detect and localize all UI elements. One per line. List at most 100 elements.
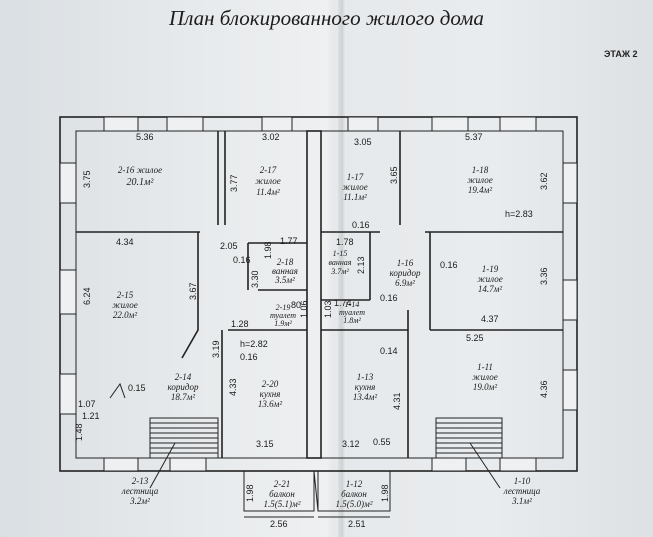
floor-label: ЭТАЖ 2: [604, 49, 638, 59]
room-1-18: 1-18 жилое 19.4м²: [467, 165, 492, 195]
svg-text:туалет: туалет: [270, 311, 296, 320]
svg-text:ванная: ванная: [328, 258, 351, 267]
svg-text:кухня: кухня: [260, 389, 281, 399]
dimension: 3.77: [229, 174, 239, 192]
dimension: 3.62: [539, 172, 549, 190]
svg-text:жилое: жилое: [112, 300, 137, 310]
dimension: 5.25: [466, 333, 484, 343]
svg-text:3.2м²: 3.2м²: [129, 496, 150, 506]
svg-text:13.4м²: 13.4м²: [353, 392, 377, 402]
svg-text:балкон: балкон: [341, 489, 367, 499]
dimension: 3.30: [250, 270, 260, 288]
window: [562, 162, 578, 204]
svg-text:1.5(5.1)м²: 1.5(5.1)м²: [264, 499, 301, 509]
window: [166, 116, 204, 132]
dimension: 0.16: [440, 260, 458, 270]
window: [103, 457, 139, 472]
room-2-14: 2-14 коридор 18.7м²: [168, 372, 199, 402]
dimension: 0.14: [380, 346, 398, 356]
window: [562, 369, 578, 411]
svg-text:2-21: 2-21: [274, 479, 291, 489]
dimension: 4.34: [116, 237, 134, 247]
dimension: 1.21: [82, 411, 100, 421]
dimension: 3.12: [342, 439, 360, 449]
dimension: 4.37: [481, 314, 499, 324]
svg-text:2-19: 2-19: [276, 303, 291, 312]
svg-text:лестница: лестница: [121, 486, 159, 496]
svg-text:2-16 жилое: 2-16 жилое: [118, 165, 162, 175]
dimension: 1.98: [380, 484, 390, 502]
dimension: 3.75: [82, 170, 92, 188]
svg-text:1-11: 1-11: [477, 362, 493, 372]
room-2-15: 2-15 жилое 22.0м²: [112, 290, 137, 320]
room-1-19: 1-19 жилое 14.7м²: [477, 264, 502, 294]
room-1-13: 1-13 кухня 13.4м²: [353, 372, 377, 402]
room-2-20: 2-20 кухня 13.6м²: [258, 379, 282, 409]
dimension: 1.48: [74, 423, 84, 441]
dimension: 80: [291, 300, 301, 310]
dimension: 1.77: [280, 236, 298, 246]
window: [562, 279, 578, 321]
paper-fold: [338, 0, 346, 537]
dimension: 3.36: [539, 267, 549, 285]
svg-text:жилое: жилое: [255, 176, 280, 186]
window: [169, 457, 207, 472]
room-1-17: 1-17 жилое 11.1м²: [342, 172, 367, 202]
dimension-labels: 5.36 3.02 3.05 5.37 3.75 3.77 3.65 3.62 …: [74, 132, 549, 529]
svg-text:18.7м²: 18.7м²: [171, 392, 195, 402]
svg-text:жилое: жилое: [342, 182, 367, 192]
dimension: 4.31: [392, 392, 402, 410]
svg-text:2-17: 2-17: [260, 165, 277, 175]
room-1-12: 1-12 балкон 1.5(5.0)м²: [336, 479, 373, 509]
dimension: 2.51: [348, 519, 366, 529]
svg-text:3.1м²: 3.1м²: [511, 496, 532, 506]
window: [261, 116, 293, 132]
stair-steps-left: [150, 422, 218, 454]
window: [59, 162, 77, 204]
svg-text:1.5(5.0)м²: 1.5(5.0)м²: [336, 499, 373, 509]
dimension: 1.98: [245, 484, 255, 502]
dimension: 3.65: [389, 166, 399, 184]
svg-text:1-19: 1-19: [482, 264, 499, 274]
room-1-16: 1-16 коридор 6.9м²: [390, 258, 421, 288]
dimension: 4.33: [228, 378, 238, 396]
room-2-19: 2-19 туалет 1.9м²: [270, 303, 296, 328]
svg-text:19.4м²: 19.4м²: [468, 185, 492, 195]
svg-text:3.5м²: 3.5м²: [274, 275, 295, 285]
svg-text:жилое: жилое: [477, 274, 502, 284]
dimension: 0.16: [240, 352, 258, 362]
svg-text:лестница: лестница: [503, 486, 541, 496]
svg-text:коридор: коридор: [168, 382, 199, 392]
svg-text:11.1м²: 11.1м²: [343, 192, 367, 202]
svg-text:жилое: жилое: [472, 372, 497, 382]
dimension: 0.15: [128, 383, 146, 393]
height-mark: h=2.83: [505, 209, 533, 219]
dimension: 0.16: [233, 255, 251, 265]
svg-text:6.9м²: 6.9м²: [395, 278, 415, 288]
dimension: 3.15: [256, 439, 274, 449]
svg-text:1-12: 1-12: [346, 479, 363, 489]
dimension: 5.36: [136, 132, 154, 142]
svg-text:19.0м²: 19.0м²: [473, 382, 497, 392]
svg-text:2-13: 2-13: [132, 476, 149, 486]
svg-text:1-16: 1-16: [397, 258, 414, 268]
dimension: 3.02: [262, 132, 280, 142]
svg-text:1-14: 1-14: [345, 300, 360, 309]
room-2-21: 2-21 балкон 1.5(5.1)м²: [264, 479, 301, 509]
leader-line: [149, 442, 176, 489]
window: [431, 457, 467, 472]
window: [499, 116, 537, 132]
svg-text:кухня: кухня: [355, 382, 376, 392]
dimension: 1.07: [78, 399, 96, 409]
room-2-18: 2-18 ванная 3.5м²: [272, 257, 298, 285]
window: [431, 116, 469, 132]
plan-title: План блокированного жилого дома: [169, 6, 484, 30]
dimension: 0.16: [352, 220, 370, 230]
window: [499, 457, 537, 472]
dimension: 2.13: [356, 256, 366, 274]
svg-text:коридор: коридор: [390, 268, 421, 278]
dimension: 0.55: [373, 437, 391, 447]
room-1-11: 1-11 жилое 19.0м²: [472, 362, 497, 392]
dimension: 3.05: [354, 137, 372, 147]
svg-text:3.7м²: 3.7м²: [330, 267, 349, 276]
